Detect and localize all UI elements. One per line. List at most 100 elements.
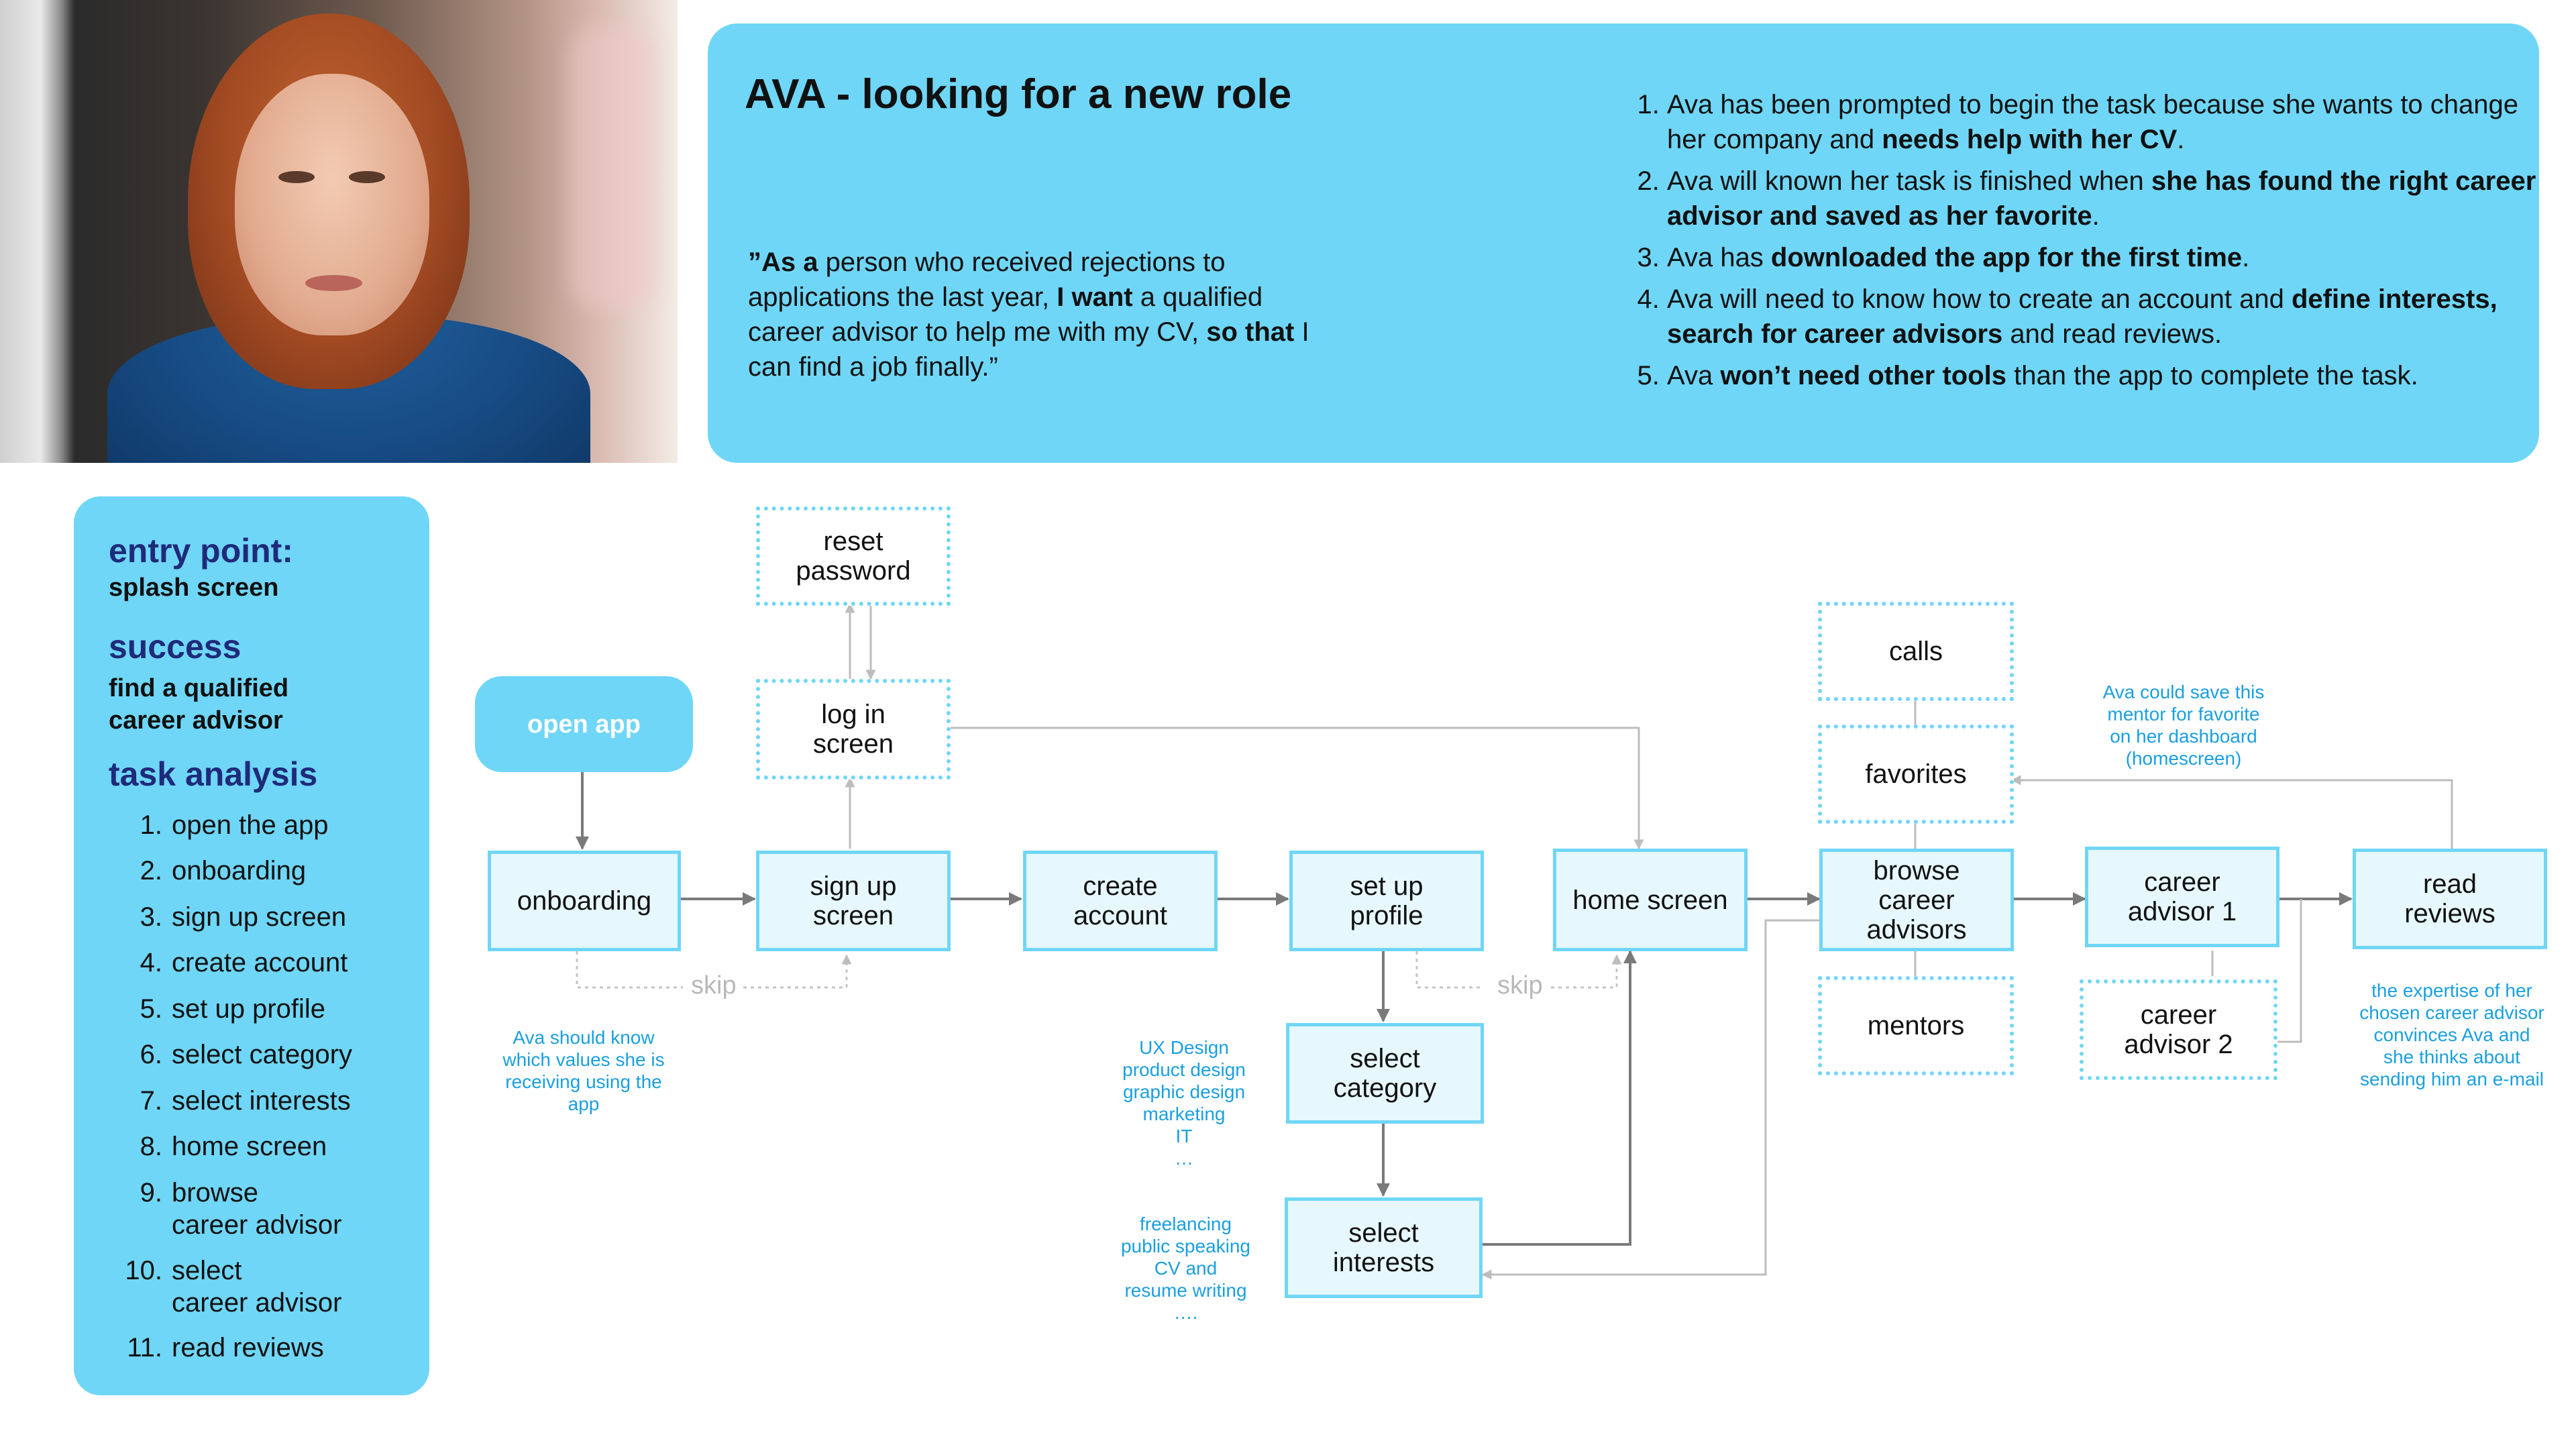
scenario-item: Ava has downloaded the app for the first… xyxy=(1667,240,2553,275)
scenario-bold: won’t need other tools xyxy=(1720,361,2006,390)
task-item: 8. home screen xyxy=(109,1130,327,1163)
node-mentors: mentors xyxy=(1818,976,2014,1075)
entry-point-heading: entry point: xyxy=(109,532,293,570)
task-label: set up profile xyxy=(172,994,326,1024)
quote-bold: so that xyxy=(1206,317,1295,347)
task-number: 4. xyxy=(140,948,162,977)
node-label: select xyxy=(1348,1218,1419,1248)
photo-eye-left xyxy=(278,171,315,183)
note-line: … xyxy=(1175,1148,1193,1169)
task-number: 6. xyxy=(140,1040,162,1069)
note-reviews: the expertise of her chosen career advis… xyxy=(2341,979,2563,1090)
task-number: 8. xyxy=(140,1132,162,1161)
scenario-item: Ava will need to know how to create an a… xyxy=(1667,282,2553,352)
persona-title: AVA - looking for a new role xyxy=(745,71,1292,117)
scenario-item: Ava will known her task is finished when… xyxy=(1667,164,2553,233)
task-item: 2. onboarding xyxy=(109,855,307,887)
task-item: 7. select interests xyxy=(109,1085,351,1117)
quote-text: I can find a job finally.” xyxy=(748,317,1309,382)
scenario-text: than the app to complete the task. xyxy=(2006,361,2418,390)
note-line: CV and xyxy=(1154,1258,1218,1279)
entry-point-value: splash screen xyxy=(109,574,279,602)
node-label: advisor 1 xyxy=(2127,897,2237,926)
note-line: resume writing xyxy=(1124,1280,1247,1301)
persona-quote: ”As a person who received rejections to … xyxy=(748,245,1325,384)
scenario-text: Ava has xyxy=(1667,243,1771,272)
note-line: convinces Ava and xyxy=(2373,1024,2530,1045)
task-analysis-heading: task analysis xyxy=(109,755,318,793)
node-label: sign up xyxy=(810,871,897,901)
node-label: career xyxy=(2144,867,2220,897)
task-label: select interests xyxy=(172,1086,351,1116)
note-line: she thinks about xyxy=(2383,1046,2520,1067)
node-label: account xyxy=(1073,901,1168,930)
note-line: public speaking xyxy=(1120,1236,1251,1256)
task-label: onboarding xyxy=(172,856,307,885)
persona-panel: AVA - looking for a new role ”As a perso… xyxy=(708,23,2539,463)
task-item: 10.select xyxy=(109,1254,242,1287)
task-label: read reviews xyxy=(172,1333,324,1362)
task-label: select xyxy=(172,1256,242,1285)
scenario-bold: define interests, search for career advi… xyxy=(1667,284,2498,349)
skip-label: skip xyxy=(1497,971,1543,1000)
skip-label: skip xyxy=(691,971,737,1000)
node-label: category xyxy=(1333,1073,1437,1103)
success-line: career advisor xyxy=(109,706,283,735)
scenario-text: . xyxy=(2242,243,2250,272)
scenario-text: . xyxy=(2092,201,2100,231)
node-label: advisor 2 xyxy=(2124,1030,2233,1059)
note-interests: freelancing public speaking CV and resum… xyxy=(1093,1213,1278,1324)
scenario-text: . xyxy=(2177,125,2185,154)
scenario-text: Ava will need to know how to create an a… xyxy=(1667,284,2292,314)
task-label: browse xyxy=(172,1178,258,1208)
note-line: app xyxy=(568,1093,600,1114)
scenario-list: Ava has been prompted to begin the task … xyxy=(1627,87,2553,400)
note-line: receiving using the xyxy=(505,1071,662,1092)
scenario-bold: needs help with her CV xyxy=(1882,125,2178,154)
node-label: screen xyxy=(812,729,894,759)
task-number: 7. xyxy=(140,1086,162,1116)
task-label: career advisor xyxy=(172,1288,342,1318)
node-open-app: open app xyxy=(475,676,693,772)
note-line: Ava should know xyxy=(513,1027,655,1048)
node-label: career xyxy=(2140,1000,2217,1030)
node-onboarding: onboarding xyxy=(488,851,681,951)
photo-eye-right xyxy=(349,171,385,183)
note-favorite: Ava could save this mentor for favorite … xyxy=(2076,681,2291,769)
note-line: UX Design xyxy=(1139,1037,1229,1058)
skip-line-home xyxy=(1551,954,1622,989)
node-calls: calls xyxy=(1818,602,2014,701)
task-item: 11.read reviews xyxy=(109,1332,324,1364)
scenario-text: Ava has been prompted to begin the task … xyxy=(1667,90,2519,154)
node-label: advisors xyxy=(1866,914,1967,945)
quote-text: a qualified career advisor to help me wi… xyxy=(748,282,1263,347)
node-label: read xyxy=(2422,869,2477,899)
task-item-continued: career advisor xyxy=(109,1209,341,1241)
quote-bold: ”As a xyxy=(748,248,818,277)
scenario-text: and read reviews. xyxy=(2002,319,2222,349)
task-item: 5.set up profile xyxy=(109,993,325,1025)
note-line: marketing xyxy=(1142,1104,1226,1124)
arrow-login-to-home xyxy=(947,727,1644,850)
skip-line-onboarding xyxy=(576,951,683,989)
task-item: 3.sign up screen xyxy=(109,901,347,933)
photo-lips xyxy=(305,275,362,291)
note-line: (homescreen) xyxy=(2125,748,2242,769)
quote-bold: I want xyxy=(1057,282,1133,312)
scenario-text: Ava xyxy=(1667,361,1721,390)
task-number: 1. xyxy=(140,810,162,840)
success-line: find a qualified xyxy=(109,674,289,702)
task-label: home screen xyxy=(172,1132,327,1161)
scenario-text: Ava will known her task is finished when xyxy=(1667,166,2151,196)
success-heading: success xyxy=(109,628,241,665)
note-line: graphic design xyxy=(1122,1081,1246,1102)
task-number: 3. xyxy=(140,902,162,932)
task-number: 2. xyxy=(140,856,162,885)
